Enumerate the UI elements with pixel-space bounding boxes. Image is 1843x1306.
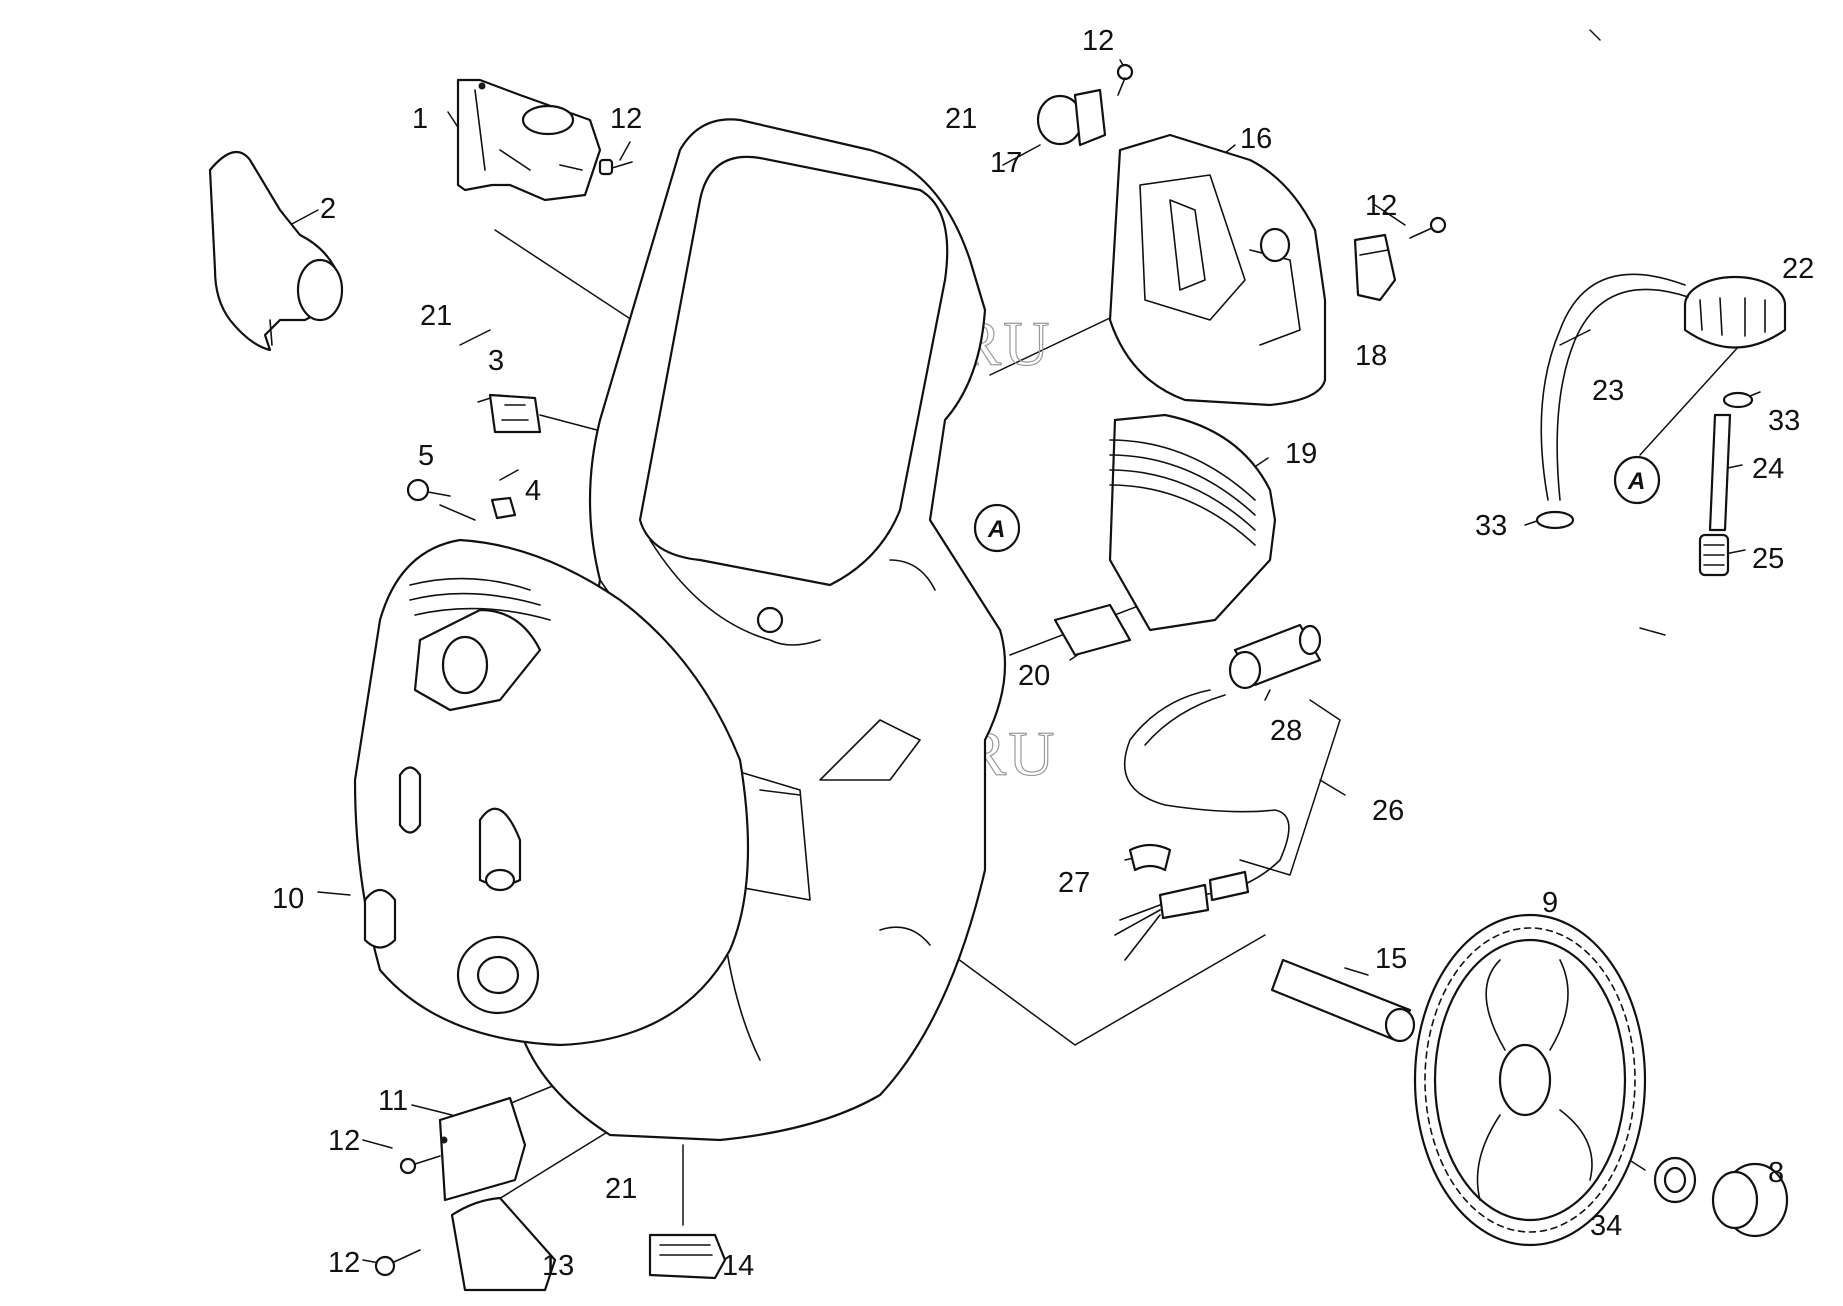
part-9-wheel (1413, 913, 1647, 1247)
part-10-front-cover (353, 538, 750, 1047)
callout-10: 10 (272, 883, 304, 915)
callout-21-a: 21 (945, 103, 977, 135)
part-5-screw (406, 478, 451, 502)
part-13-cover-clip (450, 1196, 557, 1292)
callout-3: 3 (488, 345, 504, 377)
callout-22: 22 (1782, 253, 1814, 285)
part-17-hose-clip (1036, 88, 1107, 147)
part-22-detergent-cap (1683, 275, 1787, 349)
callout-21-b: 21 (420, 300, 452, 332)
callout-24: 24 (1752, 453, 1784, 485)
part-15-axle (1270, 958, 1416, 1043)
part-3-clip (488, 393, 542, 434)
callout-23: 23 (1592, 375, 1624, 407)
reference-marker-a-label: A (987, 516, 1005, 543)
part-12-screw-b (399, 1155, 441, 1175)
part-12-screw-d (1116, 63, 1134, 96)
part-12-screw-a (598, 158, 633, 176)
callout-15: 15 (1375, 943, 1407, 975)
callout-2: 2 (320, 193, 336, 225)
callout-12-b: 12 (610, 103, 642, 135)
callout-12-a: 12 (1082, 25, 1114, 57)
callout-27: 27 (1058, 867, 1090, 899)
callout-12-e: 12 (328, 1247, 360, 1279)
callout-28: 28 (1270, 715, 1302, 747)
callout-26: 26 (1372, 795, 1404, 827)
callout-18: 18 (1355, 340, 1387, 372)
part-12-screw-c (374, 1249, 421, 1277)
part-19-grille (1108, 413, 1277, 632)
part-12-screw-e (1409, 216, 1447, 239)
callout-12-c: 12 (1365, 190, 1397, 222)
reference-marker-a-label-hose: A (1627, 468, 1645, 495)
callout-8: 8 (1768, 1157, 1784, 1189)
part-26-power-cable (1114, 689, 1290, 961)
callout-19: 19 (1285, 438, 1317, 470)
callout-33-a: 33 (1768, 405, 1800, 437)
callout-20: 20 (1018, 660, 1050, 692)
part-1-handle-bracket (456, 78, 602, 202)
part-16-rear-cover (1108, 133, 1327, 407)
part-2-hose-holder (208, 150, 344, 352)
part-11-mount-plate (438, 1096, 527, 1202)
part-14-foot (648, 1233, 727, 1280)
callout-14: 14 (722, 1250, 754, 1282)
part-18-bracket (1353, 233, 1397, 302)
part-33-hose-clamp-a (1535, 510, 1575, 530)
callout-13: 13 (542, 1250, 574, 1282)
callout-34: 34 (1590, 1210, 1622, 1242)
part-24-suction-tube (1708, 413, 1732, 532)
reference-marker-a-frame: A (973, 503, 1021, 553)
part-8-hub-cap (1711, 1162, 1789, 1238)
part-34-washer (1653, 1156, 1697, 1204)
callout-25: 25 (1752, 543, 1784, 575)
callout-33-b: 33 (1475, 510, 1507, 542)
part-20-filter-plate (1053, 603, 1132, 657)
callout-21-c: 21 (605, 1173, 637, 1205)
callout-9: 9 (1542, 887, 1558, 919)
callout-16: 16 (1240, 123, 1272, 155)
part-33-hose-clamp-b (1722, 391, 1754, 409)
part-23-detergent-hose (1540, 273, 1689, 501)
part-25-suction-filter (1698, 533, 1730, 577)
callout-4: 4 (525, 475, 541, 507)
callout-17: 17 (990, 147, 1022, 179)
reference-marker-a-hose: A (1613, 455, 1661, 505)
callout-12-d: 12 (328, 1125, 360, 1157)
part-4-nut (490, 496, 517, 520)
part-28-plug (1228, 623, 1322, 690)
callout-11: 11 (378, 1085, 408, 1117)
callout-labels: 1 2 3 4 5 8 9 10 11 12 12 12 12 12 13 14… (272, 25, 1814, 1282)
callout-1: 1 (412, 103, 428, 135)
callout-5: 5 (418, 440, 434, 472)
part-27-cable-clamp (1128, 843, 1172, 872)
